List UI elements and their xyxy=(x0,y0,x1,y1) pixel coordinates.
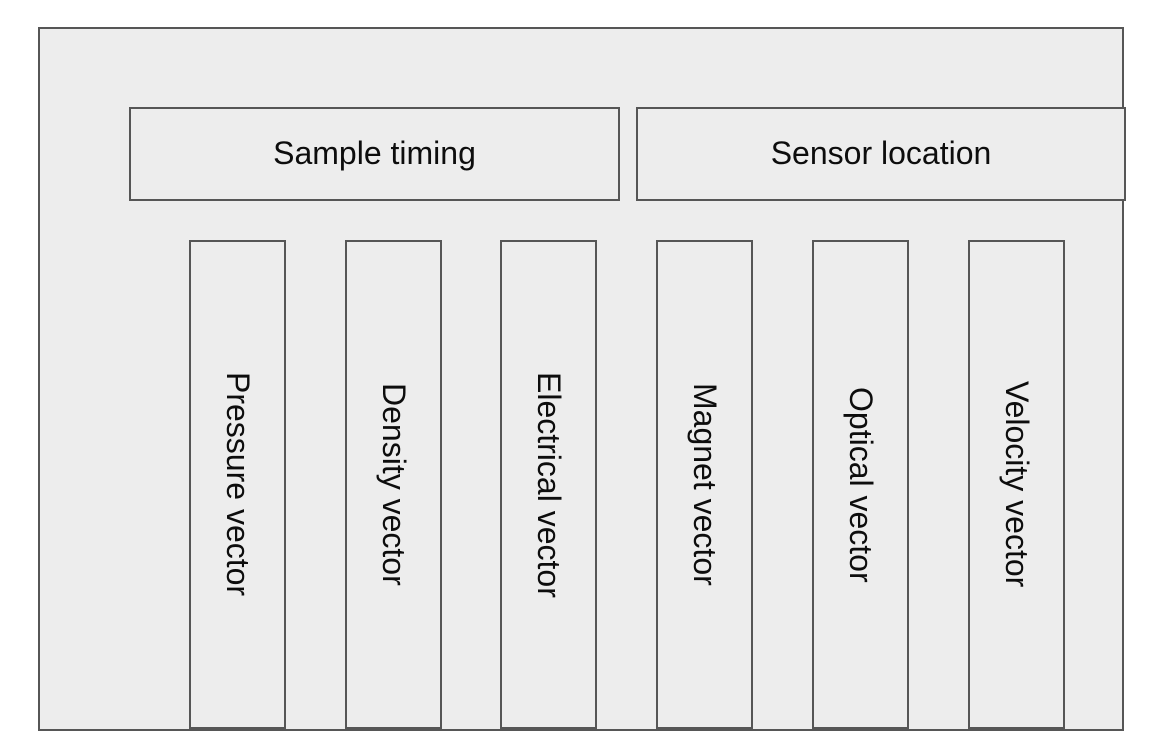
vector-column-label: Pressure vector xyxy=(220,372,257,597)
vector-column-density[interactable]: Density vector xyxy=(345,240,442,729)
vector-column-label: Electrical vector xyxy=(531,371,568,598)
vector-column-electrical[interactable]: Electrical vector xyxy=(500,240,597,729)
group-header-label: Sensor location xyxy=(770,135,992,172)
vector-column-label: Optical vector xyxy=(843,386,880,583)
vector-column-optical[interactable]: Optical vector xyxy=(812,240,909,729)
group-header-sample-timing[interactable]: Sample timing xyxy=(129,107,620,201)
vector-column-label: Velocity vector xyxy=(999,381,1036,588)
vector-column-magnet[interactable]: Magnet vector xyxy=(656,240,753,729)
vector-column-velocity[interactable]: Velocity vector xyxy=(968,240,1065,729)
vector-column-label: Magnet vector xyxy=(687,383,724,586)
vector-column-pressure[interactable]: Pressure vector xyxy=(189,240,286,729)
vector-column-label: Density vector xyxy=(376,383,413,586)
group-header-sensor-location[interactable]: Sensor location xyxy=(636,107,1126,201)
group-header-label: Sample timing xyxy=(273,135,476,172)
outer-container: Sample timing Sensor location Pressure v… xyxy=(38,27,1126,731)
